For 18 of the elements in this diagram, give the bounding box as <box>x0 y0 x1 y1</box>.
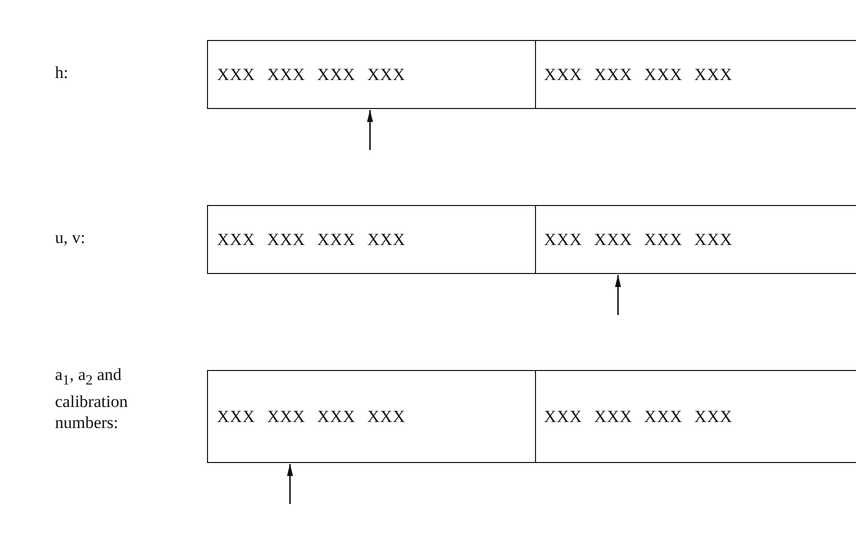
pointer-arrow <box>367 110 373 150</box>
memory-cell <box>535 40 856 109</box>
pointer-arrow <box>287 464 293 504</box>
memory-cell <box>207 370 536 463</box>
cell-text: XXX XXX XXX XXX <box>543 64 733 84</box>
cell-text: XXX XXX XXX XXX <box>543 230 733 250</box>
cell-text: XXX XXX XXX XXX <box>543 406 733 426</box>
pointer-arrow <box>615 275 621 315</box>
row-label: a$_{1}$, a$_{2}$ and calibration numbers: <box>55 364 129 434</box>
row-label: u, v: <box>55 227 86 248</box>
memory-cell <box>535 370 856 463</box>
cell-text: XXX XXX XXX XXX <box>216 406 406 426</box>
memory-cell <box>207 40 536 109</box>
memory-cell <box>535 205 856 274</box>
cell-text: XXX XXX XXX XXX <box>216 230 406 250</box>
cell-text: XXX XXX XXX XXX <box>216 64 406 84</box>
row-label: h: <box>55 62 70 83</box>
memory-cell <box>207 205 536 274</box>
